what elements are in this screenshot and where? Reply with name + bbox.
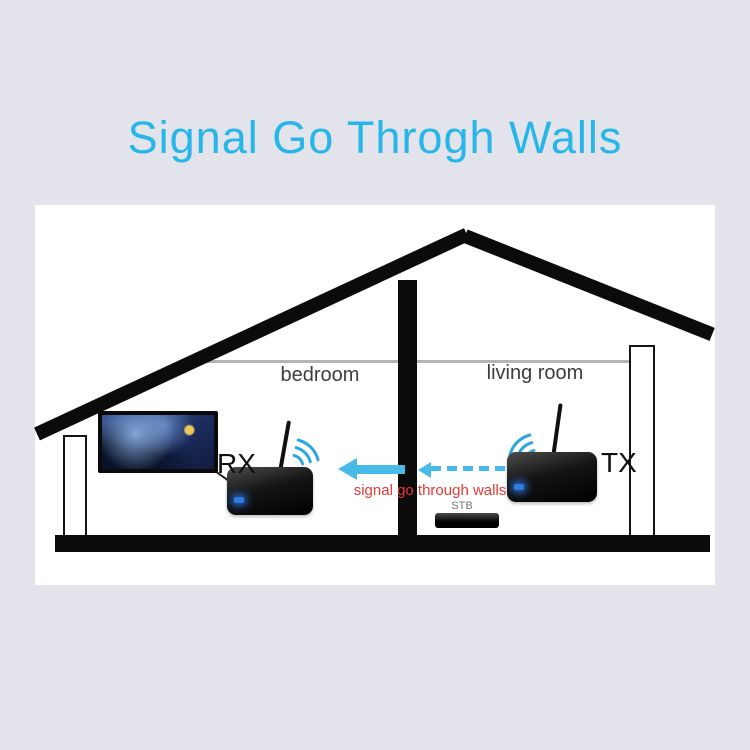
page-title: Signal Go Throgh Walls bbox=[127, 112, 623, 163]
ceiling-line bbox=[205, 360, 633, 363]
house-diagram-panel: bedroom living room RX bbox=[34, 205, 715, 585]
living-room-label: living room bbox=[486, 362, 584, 384]
stb-box bbox=[435, 513, 499, 528]
roof-right-slope bbox=[462, 229, 715, 341]
signal-annotation: signal go through walls bbox=[353, 482, 507, 499]
center-wall bbox=[398, 280, 417, 538]
tv-screen bbox=[98, 411, 218, 473]
tx-led-icon bbox=[514, 484, 524, 490]
left-wall bbox=[63, 435, 87, 538]
signal-arrow-head-icon bbox=[338, 458, 357, 480]
signal-dashed-line bbox=[431, 466, 521, 471]
signal-dashed-arrow-head-icon bbox=[418, 462, 431, 478]
signal-arrow-shaft bbox=[355, 465, 405, 474]
tx-label: TX bbox=[601, 447, 637, 478]
floor bbox=[55, 535, 710, 552]
right-wall bbox=[629, 345, 655, 538]
rx-led-icon bbox=[234, 497, 244, 503]
rx-device bbox=[227, 467, 313, 515]
stb-label: STB bbox=[451, 500, 473, 512]
rx-wifi-icon bbox=[292, 438, 320, 466]
tx-device bbox=[507, 452, 597, 502]
bedroom-label: bedroom bbox=[280, 364, 360, 386]
tx-antenna bbox=[551, 403, 563, 459]
rx-label: RX bbox=[217, 448, 256, 479]
